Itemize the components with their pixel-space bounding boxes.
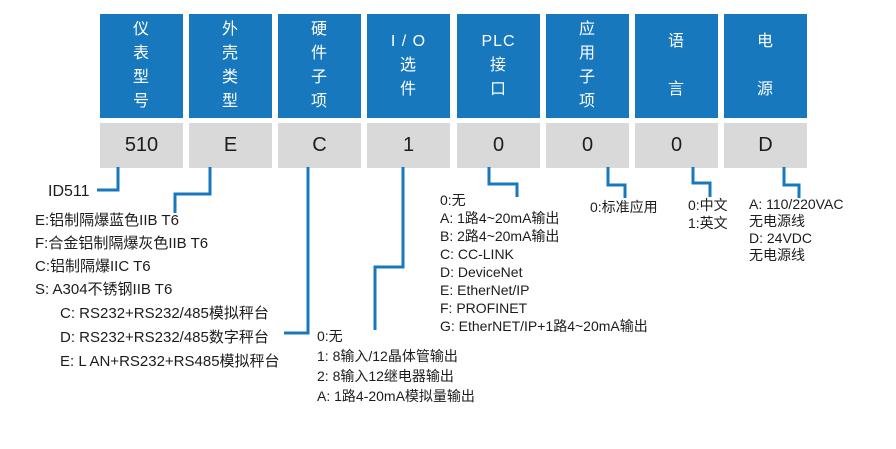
- legend-item: S: A304不锈钢IIB T6: [35, 281, 173, 298]
- legend-item: B: 2路4~20mA输出: [440, 228, 560, 244]
- column-header-io-label: I / O 选 件: [390, 33, 427, 98]
- legend-item: C:铝制隔爆IIC T6: [35, 258, 151, 275]
- legend-item: 0:无: [317, 328, 343, 344]
- legend-item: A: 1路4-20mA模拟量输出: [317, 388, 475, 404]
- column-header-housing-label: 外 壳 类 型: [221, 21, 239, 110]
- code-value-plc: 0: [457, 123, 540, 168]
- legend-model-id: ID511: [48, 183, 90, 200]
- code-value-language: 0: [635, 123, 718, 168]
- legend-plc: 0:无 A: 1路4~20mA输出 B: 2路4~20mA输出 C: CC-LI…: [440, 191, 648, 335]
- legend-item: F: PROFINET: [440, 300, 528, 316]
- legend-housing: E:铝制隔爆蓝色IIB T6 F:合金铝制隔爆灰色IIB T6 C:铝制隔爆II…: [35, 209, 208, 301]
- legend-item: 无电源线: [749, 247, 805, 263]
- legend-item: A: 1路4~20mA输出: [440, 210, 560, 226]
- column-application: 应 用 子 项 0: [546, 0, 629, 200]
- legend-item: F:合金铝制隔爆灰色IIB T6: [35, 235, 209, 252]
- legend-item: E:铝制隔爆蓝色IIB T6: [35, 212, 179, 229]
- legend-item: 2: 8输入12继电器输出: [317, 368, 454, 384]
- column-header-application-label: 应 用 子 项: [578, 21, 596, 110]
- legend-item: A: 110/220VAC: [749, 196, 844, 212]
- column-header-model-label: 仪 表 型 号: [132, 21, 150, 110]
- column-language: 语 言 0: [635, 0, 718, 200]
- column-header-hardware: 硬 件 子 项: [278, 14, 361, 118]
- legend-application: 0:标准应用: [590, 198, 658, 216]
- column-plc: PLC 接 口 0: [457, 0, 540, 200]
- column-header-model: 仪 表 型 号: [100, 14, 183, 118]
- legend-item: 0:中文: [688, 197, 728, 213]
- column-io: I / O 选 件 1: [367, 0, 450, 200]
- code-value-power: D: [724, 123, 807, 168]
- column-hardware: 硬 件 子 项 C: [278, 0, 361, 200]
- legend-item: D: DeviceNet: [440, 264, 523, 280]
- legend-language: 0:中文 1:英文: [688, 196, 728, 232]
- legend-item: 1:英文: [688, 215, 728, 231]
- legend-item: E: L AN+RS232+RS485模拟秤台: [60, 353, 280, 370]
- legend-item: 无电源线: [749, 213, 805, 229]
- legend-item: G: EtherNET/IP+1路4~20mA输出: [440, 318, 648, 334]
- code-value-io: 1: [367, 123, 450, 168]
- legend-item: 1: 8输入/12晶体管输出: [317, 348, 458, 364]
- legend-item: D: 24VDC: [749, 230, 813, 246]
- code-value-application: 0: [546, 123, 629, 168]
- legend-hardware: C: RS232+RS232/485模拟秤台 D: RS232+RS232/48…: [60, 302, 280, 374]
- column-model: 仪 表 型 号 510: [100, 0, 183, 200]
- column-header-power-label: 电 源: [756, 33, 774, 98]
- legend-item: E: EtherNet/IP: [440, 282, 530, 298]
- column-header-application: 应 用 子 项: [546, 14, 629, 118]
- code-value-hardware: C: [278, 123, 361, 168]
- column-header-io: I / O 选 件: [367, 14, 450, 118]
- column-header-hardware-label: 硬 件 子 项: [310, 21, 328, 110]
- legend-power: A: 110/220VAC 无电源线 D: 24VDC 无电源线: [749, 196, 843, 264]
- legend-item: C: RS232+RS232/485模拟秤台: [60, 305, 269, 322]
- legend-item: 0:标准应用: [590, 199, 658, 215]
- column-header-plc: PLC 接 口: [457, 14, 540, 118]
- column-header-language: 语 言: [635, 14, 718, 118]
- column-header-plc-label: PLC 接 口: [481, 33, 516, 98]
- column-power: 电 源 D: [724, 0, 807, 200]
- code-value-housing: E: [189, 123, 272, 168]
- column-header-power: 电 源: [724, 14, 807, 118]
- legend-io: 0:无 1: 8输入/12晶体管输出 2: 8输入12继电器输出 A: 1路4-…: [317, 326, 475, 406]
- legend-item: D: RS232+RS232/485数字秤台: [60, 329, 269, 346]
- legend-item: C: CC-LINK: [440, 246, 514, 262]
- legend-item: 0:无: [440, 192, 466, 208]
- column-header-housing: 外 壳 类 型: [189, 14, 272, 118]
- code-value-model: 510: [100, 123, 183, 168]
- column-header-language-label: 语 言: [667, 33, 685, 98]
- column-housing: 外 壳 类 型 E: [189, 0, 272, 200]
